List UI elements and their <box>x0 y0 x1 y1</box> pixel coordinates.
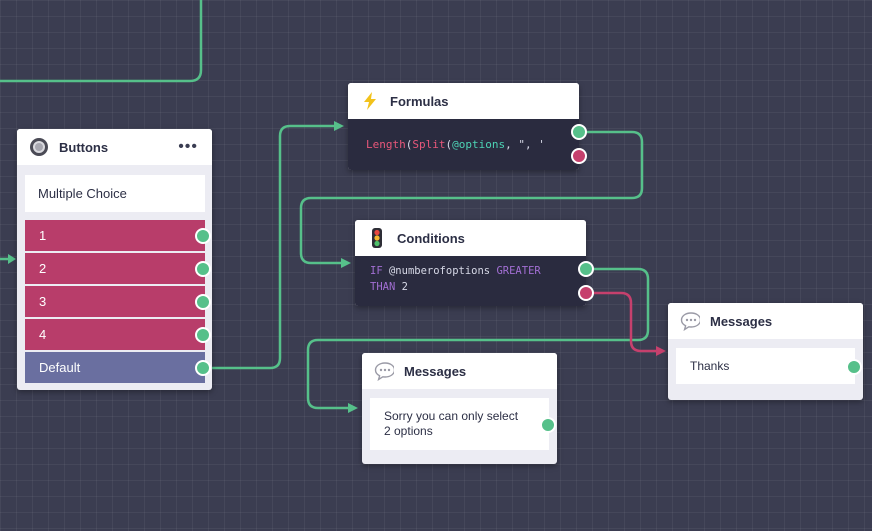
messages-node-thanks[interactable]: Messages Thanks <box>668 303 863 400</box>
messages-node-title: Messages <box>404 363 467 379</box>
traffic-light-icon <box>367 228 387 248</box>
wire-top-left <box>0 0 203 83</box>
formula-code[interactable]: Length(Split(@options, ", ' <box>348 119 579 170</box>
code-rest: , ", ' <box>505 138 545 151</box>
output-port-success[interactable] <box>571 124 587 140</box>
wire-formulas-to-conditions <box>299 130 644 265</box>
choice-button-4[interactable]: 4 <box>25 319 205 350</box>
buttons-node-header[interactable]: Buttons ••• <box>17 129 212 165</box>
output-port-choice-4[interactable] <box>195 327 211 343</box>
message-line-2: 2 options <box>384 424 433 438</box>
conditions-node-title: Conditions <box>397 230 465 246</box>
wire-conditions-true <box>306 267 650 410</box>
output-port-message[interactable] <box>540 417 556 433</box>
choice-label: 3 <box>39 294 47 309</box>
output-port-default[interactable] <box>195 360 211 376</box>
buttons-node[interactable]: Buttons ••• Multiple Choice 1 2 3 4 Defa… <box>17 129 212 390</box>
wire-arrow-thanks <box>656 346 666 356</box>
choice-button-3[interactable]: 3 <box>25 286 205 317</box>
output-port-choice-2[interactable] <box>195 261 211 277</box>
message-line-1: Sorry you can only select <box>384 409 519 423</box>
choice-button-1[interactable]: 1 <box>25 220 205 251</box>
messages-node-header[interactable]: Messages <box>668 303 863 339</box>
code-variable: @options <box>452 138 506 151</box>
output-port-false[interactable] <box>578 285 594 301</box>
messages-node-title: Messages <box>710 313 773 329</box>
choice-button-2[interactable]: 2 <box>25 253 205 284</box>
output-port-choice-1[interactable] <box>195 228 211 244</box>
condition-line-1: IF @numberofoptions GREATER <box>370 263 571 279</box>
choice-label: 2 <box>39 261 47 276</box>
code-function: Length <box>366 138 406 151</box>
buttons-node-title: Buttons <box>59 139 109 155</box>
radio-button-icon <box>29 137 49 157</box>
message-text-box[interactable]: Sorry you can only select 2 options <box>370 398 549 450</box>
condition-variable: @numberofoptions <box>388 265 491 277</box>
wire-conditions-false <box>594 291 658 353</box>
speech-bubble-icon <box>680 311 700 331</box>
choice-label: Default <box>39 360 81 375</box>
condition-line-2: THAN 2 <box>370 279 571 295</box>
condition-keyword: IF <box>370 265 383 277</box>
speech-bubble-icon <box>374 361 394 381</box>
condition-value: 2 <box>401 281 408 293</box>
message-text-box[interactable]: Thanks <box>676 348 855 384</box>
condition-keyword: THAN <box>370 281 396 293</box>
wire-arrow-sorry <box>348 403 358 413</box>
message-text: Thanks <box>690 358 730 373</box>
question-text: Multiple Choice <box>38 186 127 201</box>
lightning-bolt-icon <box>360 91 380 111</box>
formulas-node-title: Formulas <box>390 93 449 109</box>
wire-default-to-formulas <box>211 124 338 370</box>
output-port-error[interactable] <box>571 148 587 164</box>
wire-incoming-arrow <box>8 254 16 264</box>
code-function: Split <box>412 138 446 151</box>
messages-node-header[interactable]: Messages <box>362 353 557 389</box>
choice-label: 1 <box>39 228 47 243</box>
question-box: Multiple Choice <box>25 175 205 212</box>
formulas-node-header[interactable]: Formulas <box>348 83 579 119</box>
output-port-choice-3[interactable] <box>195 294 211 310</box>
messages-node-sorry[interactable]: Messages Sorry you can only select 2 opt… <box>362 353 557 464</box>
condition-operator: GREATER <box>496 265 541 277</box>
choice-label: 4 <box>39 327 47 342</box>
output-port-message[interactable] <box>846 359 862 375</box>
formulas-node[interactable]: Formulas Length(Split(@options, ", ' <box>348 83 587 170</box>
choice-button-default[interactable]: Default <box>25 352 205 383</box>
wire-arrow-formulas <box>334 121 344 131</box>
wire-arrow-conditions <box>341 258 351 268</box>
more-options-icon[interactable]: ••• <box>178 138 198 155</box>
conditions-node-header[interactable]: Conditions <box>355 220 586 256</box>
output-port-true[interactable] <box>578 261 594 277</box>
